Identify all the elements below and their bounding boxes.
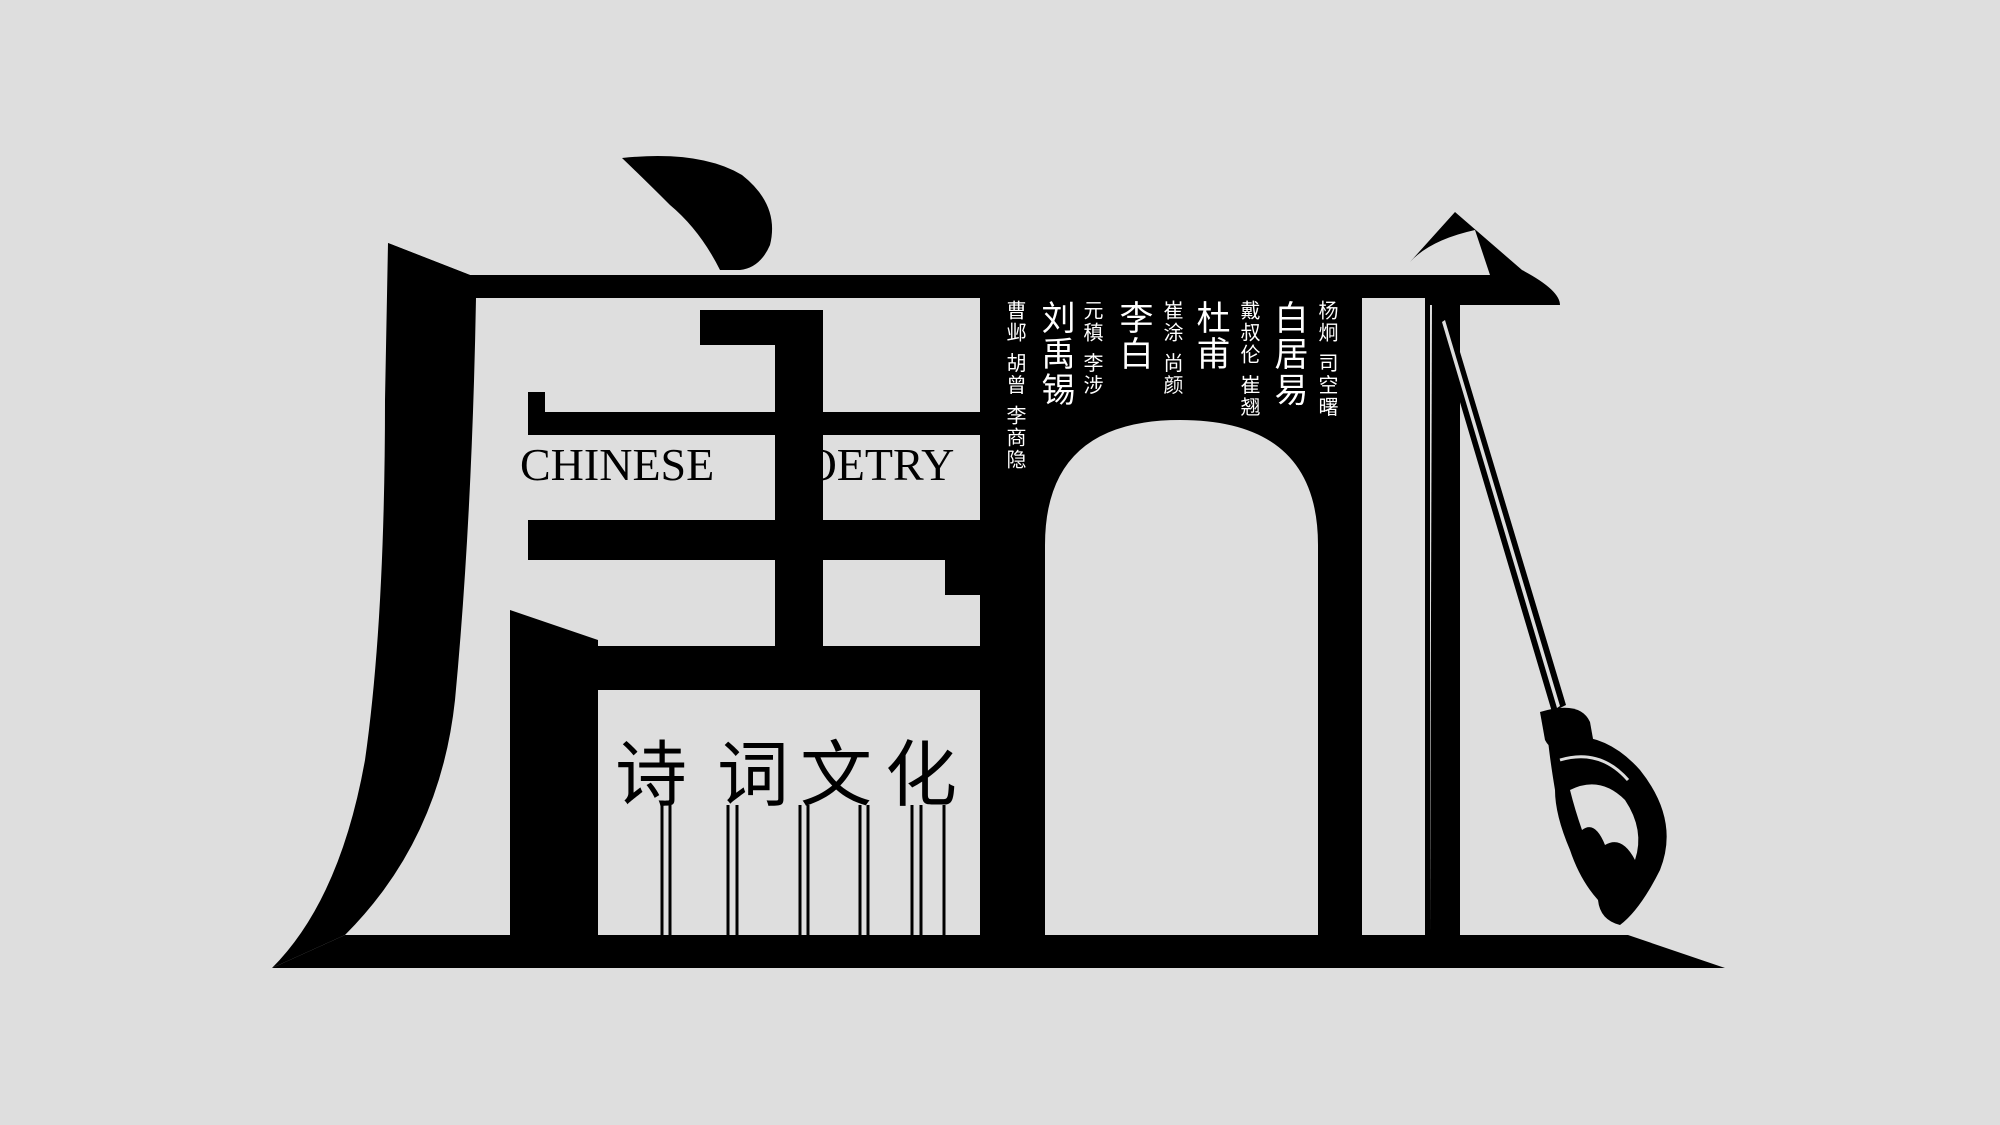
- top-horizontal-stroke: [388, 243, 1362, 298]
- hanging-lines: [660, 805, 946, 935]
- poet-col-4: 李白: [1113, 300, 1153, 372]
- title-word-chinese: CHINESE: [520, 439, 714, 490]
- ladder-rungs: [1362, 427, 1425, 811]
- subtitle-char-1: 诗: [615, 733, 687, 817]
- poet-names: 曹邺 胡曾 李商隐 刘禹锡 元稹 李涉 李白 崔涂 尚颜 杜甫 戴叔伦 崔翘 白…: [1003, 300, 1339, 471]
- lower-left-diagonal: [510, 610, 598, 935]
- poet-col-5: 崔涂 尚颜: [1160, 300, 1184, 397]
- poet-col-1: 曹邺 胡曾 李商隐: [1003, 300, 1027, 471]
- poet-col-6: 杜甫: [1190, 300, 1230, 372]
- poet-col-8: 白居易: [1268, 300, 1308, 408]
- top-right-flag-stroke: [1362, 212, 1560, 935]
- subtitle-char-3: 文: [800, 733, 872, 817]
- side-column: [1340, 275, 1362, 935]
- spine-top-hook: [700, 310, 813, 345]
- middle-horizontal-bar: [528, 520, 985, 560]
- title-word-poetry: POETRY: [778, 439, 954, 490]
- poet-col-2: 刘禹锡: [1035, 300, 1075, 408]
- arch-block: [1028, 298, 1340, 935]
- poet-col-9: 杨炯 司空曙: [1315, 300, 1339, 419]
- top-dot-stroke: [622, 156, 773, 270]
- subtitle-char-4: 化: [885, 733, 957, 817]
- mouth-right-wall: [980, 298, 1028, 935]
- right-leg-stroke: [1430, 289, 1460, 935]
- subtitle-char-2: 词: [717, 733, 789, 817]
- upper-horizontal-bar: [528, 392, 1068, 435]
- left-sweep-stroke: [272, 243, 476, 968]
- mouth-top-bar: [598, 646, 984, 690]
- poet-col-7: 戴叔伦 崔翘: [1237, 300, 1261, 419]
- bottom-base-stroke: [272, 935, 1725, 968]
- center-vertical-stroke: [775, 310, 823, 646]
- poet-col-3: 元稹 李涉: [1080, 300, 1104, 396]
- calligraphy-brush-icon: [1435, 312, 1667, 925]
